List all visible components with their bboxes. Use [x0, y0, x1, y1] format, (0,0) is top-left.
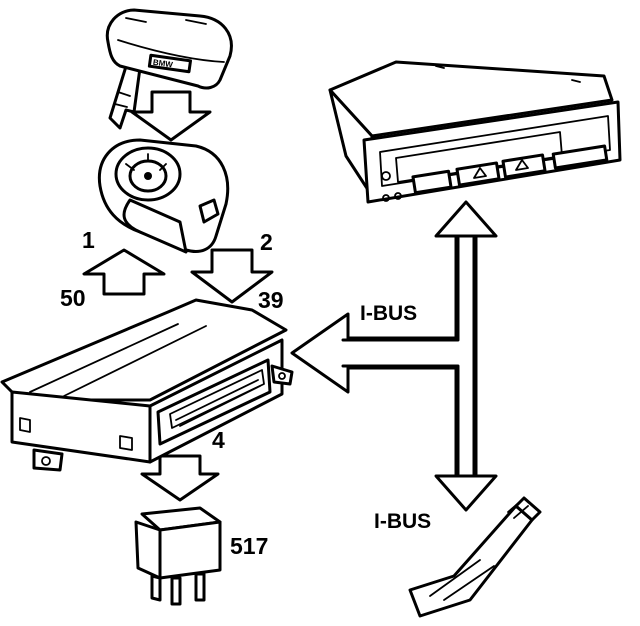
arrow-up-to-lock	[82, 248, 166, 296]
i-bus-label-upper: I-BUS	[360, 302, 417, 325]
control-module	[0, 298, 294, 472]
i-bus-network	[290, 200, 498, 512]
label-517: 517	[230, 533, 268, 559]
i-bus-cable	[408, 496, 542, 618]
label-50: 50	[60, 285, 86, 311]
relay	[134, 506, 222, 606]
key-badge-text: BMW	[152, 58, 173, 70]
i-bus-label-lower: I-BUS	[374, 510, 431, 533]
arrow-key-to-lock	[130, 90, 212, 142]
display-unit	[328, 60, 622, 204]
label-2: 2	[260, 229, 273, 255]
bmw-badge	[147, 53, 193, 74]
arrow-down-to-module	[190, 248, 274, 304]
label-39: 39	[258, 287, 284, 313]
label-4: 4	[212, 427, 225, 453]
arrow-down-to-relay	[140, 454, 220, 502]
ignition-lock	[97, 138, 230, 254]
label-1: 1	[82, 227, 95, 253]
